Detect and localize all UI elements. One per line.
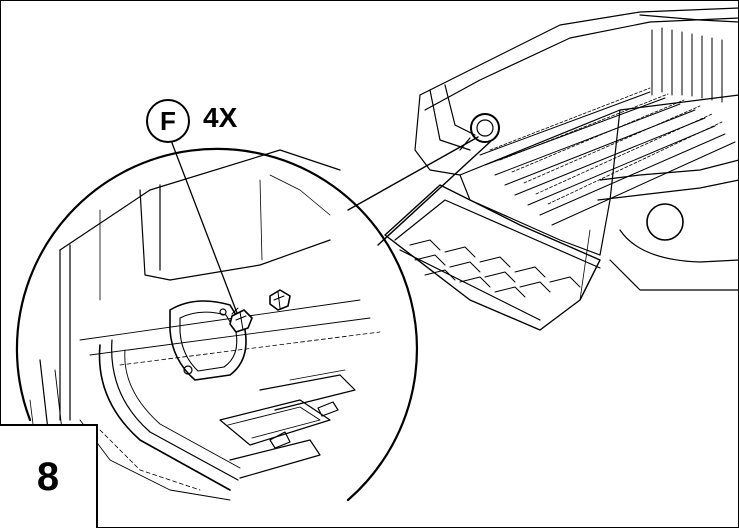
- part-callout-badge: F: [146, 99, 190, 143]
- bolt-icon: [229, 289, 291, 333]
- callout-leader-line: [171, 142, 238, 314]
- magnification-leader-lines: [347, 136, 491, 246]
- part-quantity: 4X: [203, 102, 238, 133]
- part-letter: F: [160, 106, 176, 136]
- truck-bed-illustration: [384, 7, 739, 331]
- mounting-hole-icon: [470, 113, 500, 143]
- step-number-box: 8: [0, 424, 98, 528]
- step-number: 8: [36, 454, 60, 499]
